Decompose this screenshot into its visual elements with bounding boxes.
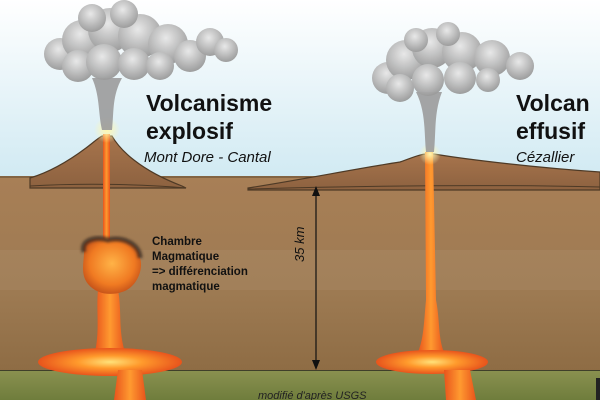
right-eruption-column	[416, 92, 442, 152]
chamber-note-line2: Magmatique	[152, 251, 220, 263]
source-caption: modifié d'après USGS	[258, 390, 367, 400]
right-ash-cloud	[372, 22, 534, 102]
left-conduit-lower	[95, 290, 125, 352]
depth-label: 35 km	[292, 226, 307, 262]
effusive-location: Cézallier	[516, 149, 575, 166]
chamber-note-line4: magmatique	[152, 281, 220, 293]
explosive-title-line1: Volcanisme	[146, 90, 273, 116]
explosive-title-line2: explosif	[146, 118, 233, 144]
effusive-title-line2: effusif	[516, 118, 585, 144]
left-ash-cloud	[44, 0, 238, 82]
magma-chamber	[83, 238, 142, 294]
chamber-note-line1: Chambre	[152, 236, 202, 248]
left-conduit-upper	[103, 134, 110, 250]
depth-arrow	[312, 186, 320, 370]
right-vent-glow	[419, 143, 441, 165]
left-magma-pool	[38, 348, 182, 376]
left-eruption-column	[92, 78, 122, 130]
chamber-note-line3: => différenciation	[152, 266, 248, 278]
right-conduit	[418, 152, 444, 352]
effusive-title-line1: Volcan	[516, 90, 590, 116]
right-magma-pool	[376, 350, 488, 374]
explosive-location: Mont Dore - Cantal	[144, 149, 271, 166]
